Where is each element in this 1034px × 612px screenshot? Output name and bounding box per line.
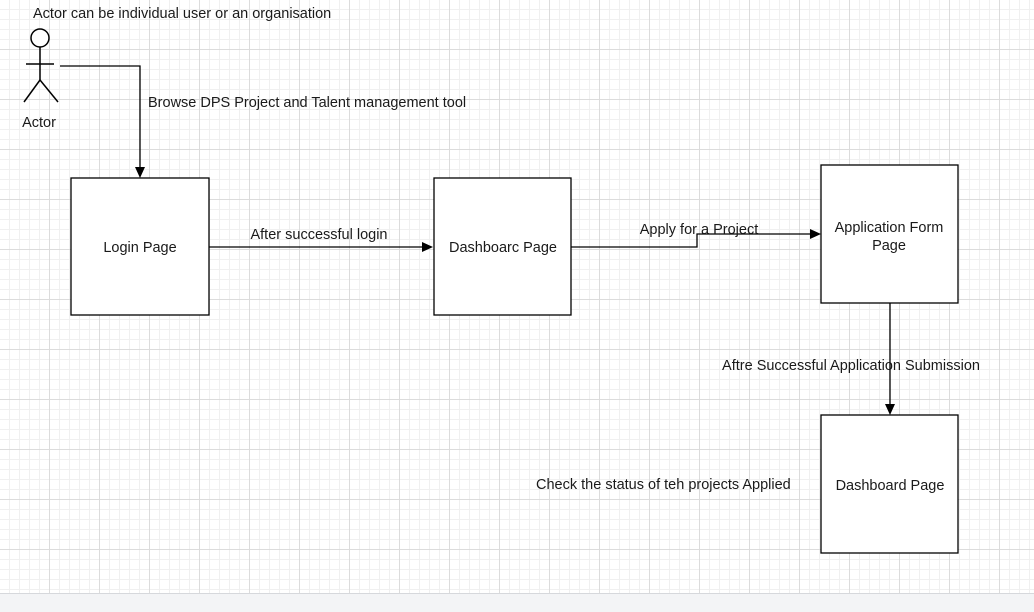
status-check-note: Check the status of teh projects Applied [536, 477, 791, 493]
node-dashboard-page-1[interactable] [433, 177, 572, 316]
actor-figure[interactable] [23, 28, 59, 103]
node-application-form-label-line1: Application Form [835, 220, 944, 236]
edge-actor-to-login[interactable] [60, 65, 141, 170]
arrowhead-icon [810, 229, 821, 239]
actor-note: Actor can be individual user or an organ… [33, 6, 331, 22]
node-application-form-label-line2: Page [872, 238, 906, 254]
actor-label: Actor [22, 115, 56, 131]
arrowhead-icon [422, 242, 433, 252]
edge-label-browse: Browse DPS Project and Talent management… [148, 95, 466, 111]
edge-label-after-login: After successful login [250, 227, 387, 243]
flow-diagram: Actor can be individual user or an organ… [22, 6, 980, 554]
edge-label-after-submission: Aftre Successful Application Submission [722, 358, 980, 374]
arrowhead-icon [135, 167, 145, 178]
arrowhead-icon [885, 404, 895, 415]
node-login-page[interactable] [70, 177, 210, 316]
edge-dashboard-to-form[interactable] [571, 233, 812, 248]
bottom-status-bar [0, 593, 1034, 612]
node-application-form-page[interactable] [820, 164, 959, 304]
node-dashboard-2-label: Dashboard Page [836, 478, 945, 494]
node-dashboard-page-2[interactable] [820, 414, 959, 554]
edge-label-apply: Apply for a Project [640, 222, 758, 238]
node-dashboard-1-label: Dashboarc Page [449, 240, 557, 256]
node-login-label: Login Page [103, 240, 176, 256]
